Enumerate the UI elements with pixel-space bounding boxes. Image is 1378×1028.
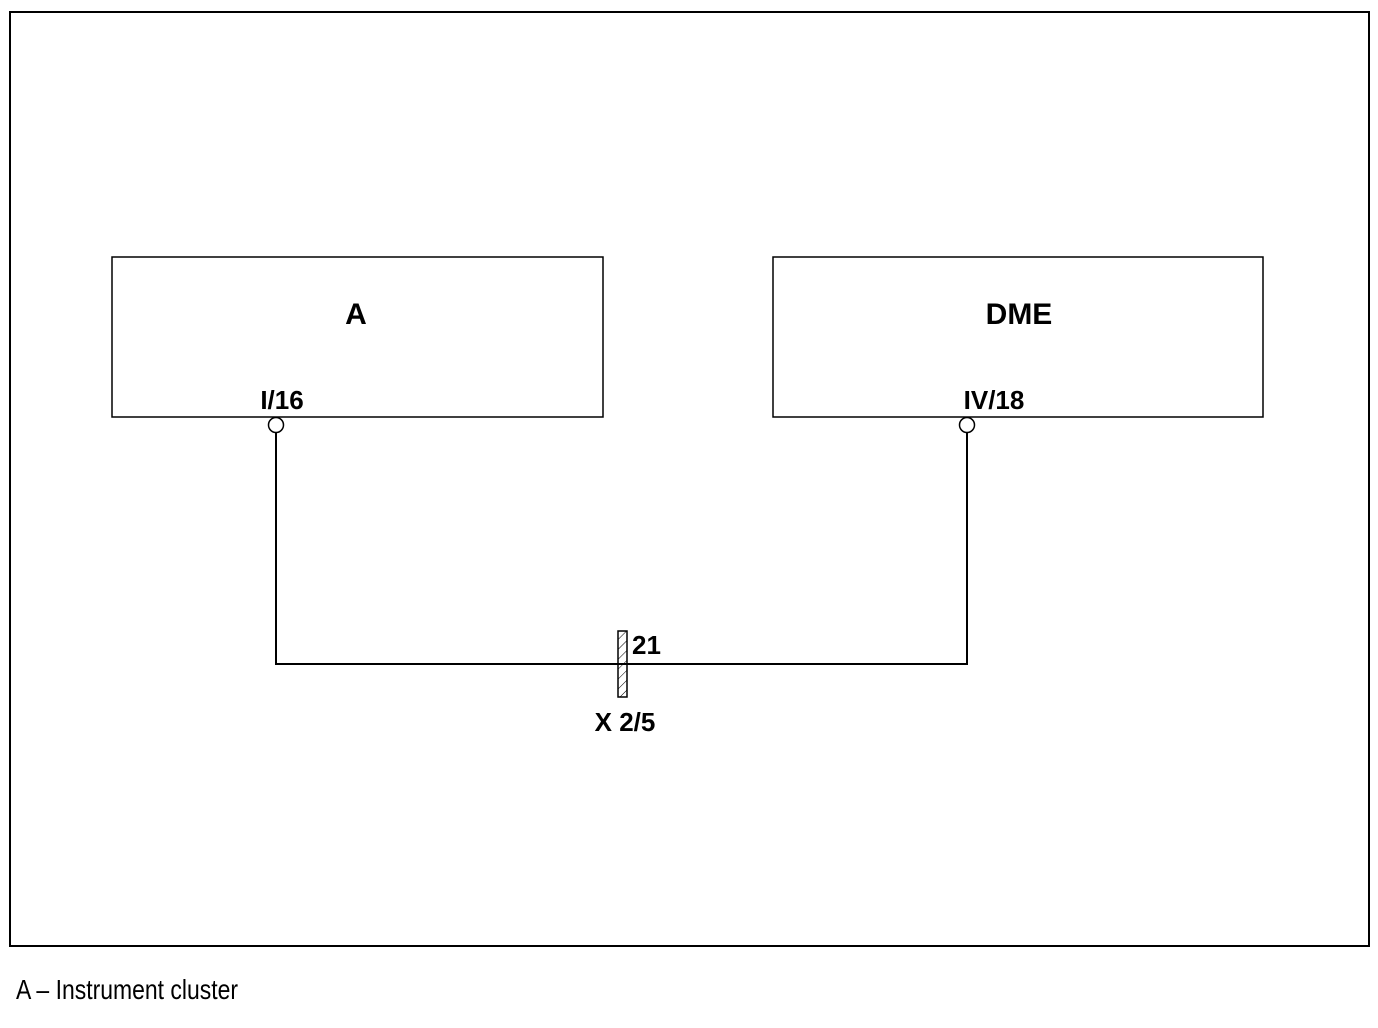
component-a-box <box>111 256 604 418</box>
connector-x2-5: 21 X 2/5 <box>595 630 661 737</box>
component-a-pin-terminal <box>267 416 285 434</box>
component-dme-box <box>772 256 1264 418</box>
component-dme-pin-terminal <box>958 416 976 434</box>
connector-symbol <box>617 630 628 698</box>
component-dme-pin-label: IV/18 <box>964 385 1025 415</box>
component-a-pin-label: I/16 <box>260 385 303 415</box>
component-a-label: A <box>345 298 367 331</box>
legend-caption: A – Instrument cluster <box>16 974 239 1005</box>
diagram-frame <box>9 11 1370 947</box>
component-a: A I/16 <box>111 256 604 434</box>
component-dme-label: DME <box>986 298 1053 331</box>
connector-pin-label: 21 <box>632 630 661 660</box>
component-dme: DME IV/18 <box>772 256 1264 434</box>
connector-label: X 2/5 <box>595 707 656 737</box>
wire <box>275 433 968 665</box>
